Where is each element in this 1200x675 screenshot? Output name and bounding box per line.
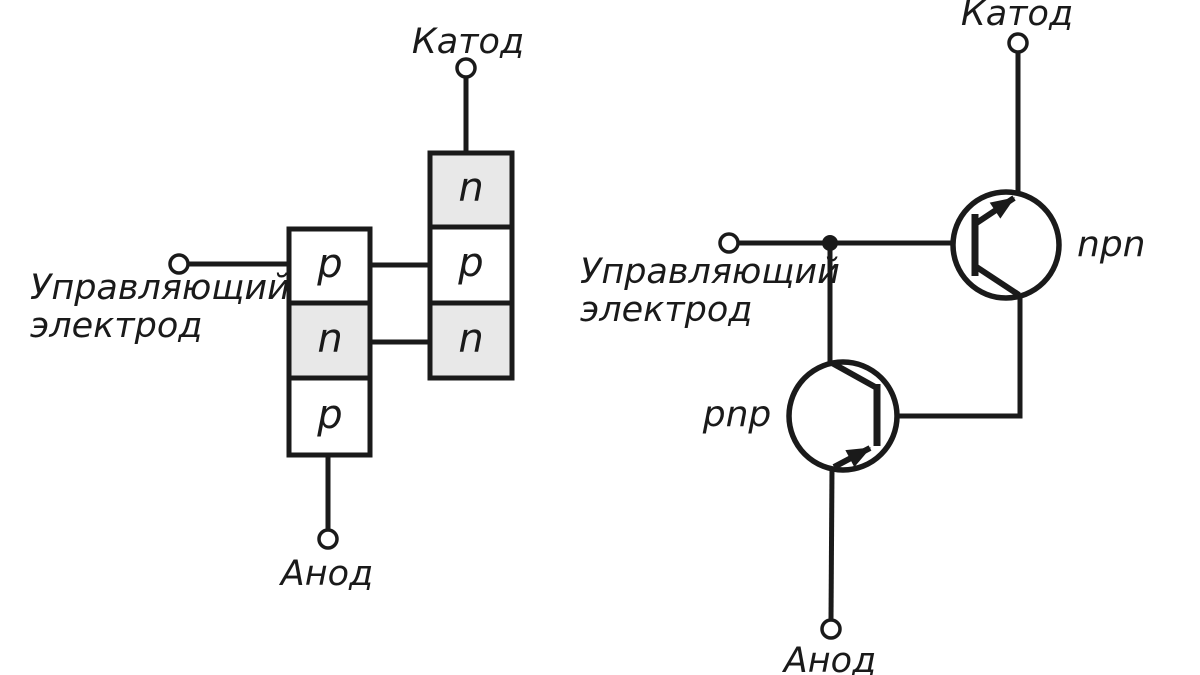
cathode-terminal xyxy=(455,57,477,79)
gate-label-line1: Управляющий xyxy=(580,252,840,292)
layer-label: n xyxy=(458,165,483,211)
npn-collector-lead xyxy=(973,263,1021,298)
npn-body-circle xyxy=(950,189,1062,301)
npn-collector-to-pnp-base-wire xyxy=(879,296,1023,419)
pnp-collector-lead xyxy=(830,360,879,391)
anode-terminal xyxy=(820,618,842,640)
layer-label: p xyxy=(316,241,342,287)
layer-label: p xyxy=(457,240,483,286)
cathode-terminal xyxy=(1007,32,1029,54)
cathode-label: Катод xyxy=(961,0,1073,34)
layer-label: n xyxy=(458,316,483,362)
gate-terminal xyxy=(168,253,190,275)
cathode-label: Катод xyxy=(412,22,524,62)
pnp-transistor-symbol: pnp xyxy=(702,359,900,473)
layer-region xyxy=(286,226,373,306)
anode-label: Анод xyxy=(782,641,876,675)
gate-label-line1: Управляющий xyxy=(30,268,290,308)
gate-terminal xyxy=(718,232,740,254)
pnp-emitter-arrow xyxy=(832,445,872,470)
pnp-body-circle xyxy=(786,359,900,473)
anode-column: p n p xyxy=(286,226,373,458)
gate-label-line2: электрод xyxy=(580,290,752,330)
layer-region xyxy=(427,224,515,306)
cathode-column: n p n xyxy=(427,150,515,381)
layer-region xyxy=(427,150,515,230)
anode-lead-wire xyxy=(828,467,835,621)
anode-label: Анод xyxy=(279,554,373,594)
layer-region xyxy=(286,375,373,458)
gate-label-line2: электрод xyxy=(30,306,202,346)
npn-emitter-arrow xyxy=(973,195,1016,227)
anode-terminal xyxy=(317,528,339,550)
layer-structure-diagram: Катод Управляющий электрод Анод p n p xyxy=(30,22,524,594)
npn-transistor-symbol: npn xyxy=(950,189,1145,301)
npn-label: npn xyxy=(1077,224,1145,265)
transistor-equivalent-diagram: Катод Управляющий электрод Анод npn xyxy=(580,0,1145,675)
layer-label: p xyxy=(316,392,342,438)
layer-region xyxy=(427,300,515,381)
pnp-label: pnp xyxy=(702,394,772,435)
layer-label: n xyxy=(317,316,342,362)
